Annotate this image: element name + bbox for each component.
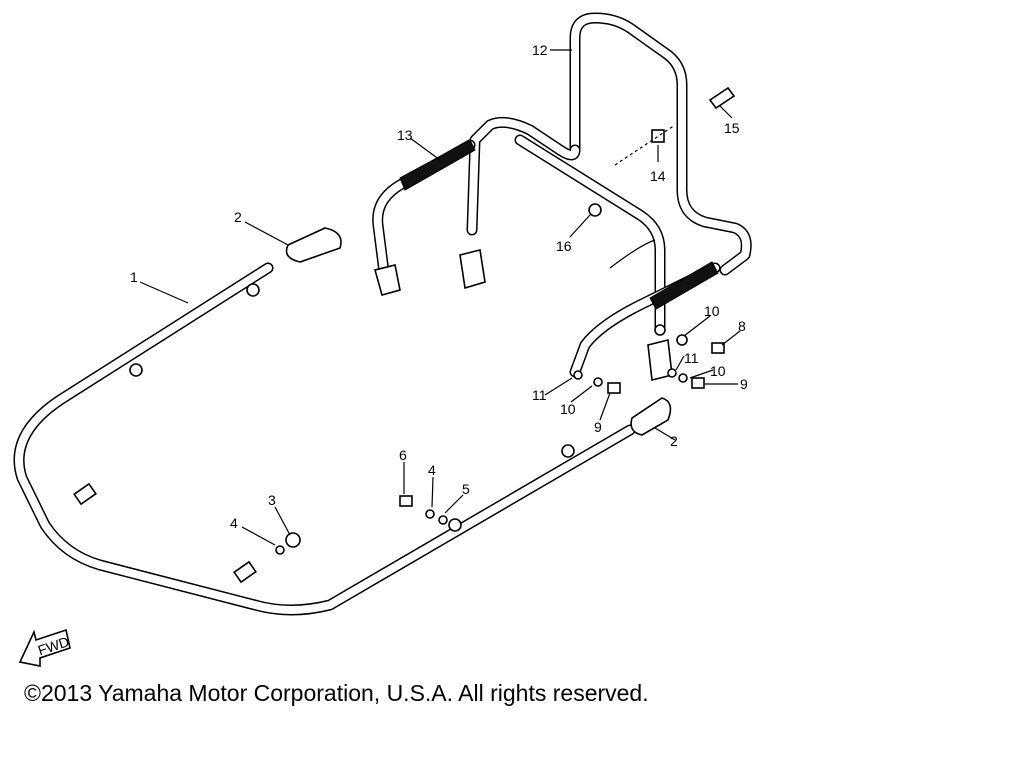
callout-10-center: 10 [560,401,576,417]
callout-1: 1 [130,269,138,285]
hardware [275,86,736,555]
leader-lines [139,49,741,546]
callout-10-top: 10 [704,303,720,319]
callout-16: 16 [556,238,572,254]
callout-9-right: 9 [740,376,748,392]
callout-11-right: 11 [684,350,699,366]
callout-4-center: 4 [428,462,436,478]
callout-15: 15 [724,120,740,136]
callout-5: 5 [462,481,470,497]
callout-12: 12 [532,42,548,58]
callout-11-center: 11 [532,387,547,403]
bumper-frame [13,262,636,616]
callout-3: 3 [268,492,276,508]
fwd-arrow-icon: FWD [18,628,71,667]
left-handle-bar [372,139,486,296]
callout-2-right: 2 [670,433,678,449]
callout-6: 6 [399,447,407,463]
right-handle-bar [569,261,721,381]
callout-2-left: 2 [234,209,242,225]
rear-grab-frame [466,12,752,336]
fwd-label: FWD [36,633,71,658]
callout-8: 8 [738,318,746,334]
callout-10-right: 10 [710,363,726,379]
copyright-notice: ©2013 Yamaha Motor Corporation, U.S.A. A… [24,680,649,706]
callout-9-center: 9 [594,419,602,435]
callout-4-left: 4 [230,515,238,531]
callout-13: 13 [397,127,413,143]
end-caps [285,227,672,436]
callouts: 1 2 2 3 4 4 5 6 8 9 9 10 10 10 11 11 12 … [130,42,748,531]
callout-14: 14 [650,168,666,184]
